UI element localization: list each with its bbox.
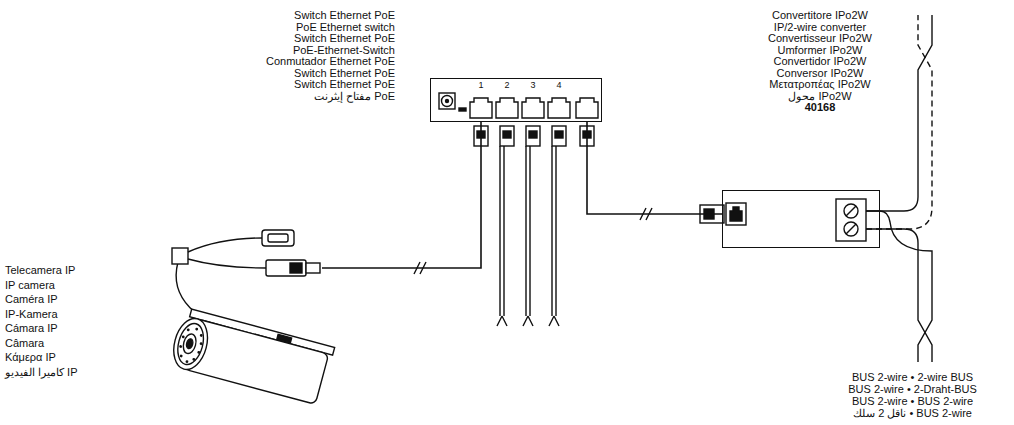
poe-switch: Switch Ethernet PoEPoE Ethernet switchSw… bbox=[0, 0, 610, 130]
caption-line: Câmara bbox=[5, 336, 78, 351]
terminal-slot bbox=[846, 206, 856, 216]
switch-housing bbox=[430, 78, 602, 122]
power-jack-pin bbox=[446, 100, 449, 103]
bus-label: BUS 2-wire • 2-wire BUS bbox=[815, 372, 1010, 384]
caption-line: Convertitore IPo2W bbox=[640, 10, 1000, 22]
label-column: Switch Ethernet PoEPoE Ethernet switchSw… bbox=[266, 10, 395, 102]
caption-line: Switch Ethernet PoE bbox=[266, 79, 395, 91]
caption-line: Umformer IPo2W bbox=[640, 45, 1000, 57]
network-cable bbox=[587, 122, 722, 214]
caption-line: Cámara IP bbox=[5, 321, 78, 336]
ip-camera: Telecamera IPIP cameraCaméra IPIP-Kamera… bbox=[0, 225, 330, 415]
caption-line: 40168 bbox=[640, 102, 1000, 114]
spare-cables bbox=[497, 146, 559, 326]
caption-line: Switch Ethernet PoE bbox=[266, 68, 395, 80]
bus-label: BUS 2-wire • BUS 2-wire bbox=[815, 396, 1010, 408]
caption-line: Convertisseur IPo2W bbox=[640, 33, 1000, 45]
bus-label: BUS 2-wire • 2-Draht-BUS bbox=[815, 384, 1010, 396]
port-number: 2 bbox=[497, 80, 517, 91]
rj45-ports bbox=[470, 98, 598, 118]
bullet-camera bbox=[168, 307, 334, 405]
converter-housing bbox=[722, 190, 880, 248]
status-led bbox=[459, 108, 466, 111]
converter-socket bbox=[726, 203, 746, 225]
bus-wires bbox=[866, 15, 932, 362]
caption-line: Κάμερα IP bbox=[5, 350, 78, 365]
caption-line: Telecamera IP bbox=[5, 263, 78, 278]
caption-line: Caméra IP bbox=[5, 292, 78, 307]
port-number: 4 bbox=[549, 80, 569, 91]
caption-line: Switch Ethernet PoE bbox=[266, 33, 395, 45]
caption-line: Conmutador Ethernet PoE bbox=[266, 56, 395, 68]
caption-line: مفتاح إيثرنت PoE bbox=[266, 91, 395, 103]
port-number: 1 bbox=[471, 80, 491, 91]
caption-line: PoE-Ethernet-Switch bbox=[266, 45, 395, 57]
caption-line: Μετατροπέας IPo2W bbox=[640, 79, 1000, 91]
bus-label: ناقل 2 سلك • BUS 2-wire bbox=[815, 408, 1010, 420]
label-column: Convertitore IPo2WIP/2-wire converterCon… bbox=[640, 10, 1000, 114]
caption-line: Conversor IPo2W bbox=[640, 68, 1000, 80]
camera-area bbox=[150, 230, 322, 405]
caption-line: IP/2-wire converter bbox=[640, 22, 1000, 34]
rj45-plugs bbox=[474, 126, 594, 146]
caption-line: Convertidor IPo2W bbox=[640, 56, 1000, 68]
caption-line: كاميرا الفيديو IP bbox=[5, 365, 78, 380]
caption-line: PoE Ethernet switch bbox=[266, 22, 395, 34]
terminal-screw bbox=[844, 222, 858, 236]
terminal-slot bbox=[846, 224, 856, 234]
power-jack-hole bbox=[442, 96, 453, 107]
ipo2w-converter: Convertitore IPo2WIP/2-wire converterCon… bbox=[640, 0, 1000, 255]
caption-line: Switch Ethernet PoE bbox=[266, 10, 395, 22]
caption-line: IP camera bbox=[5, 278, 78, 293]
network-cable bbox=[322, 122, 481, 268]
converter-socket-hole bbox=[730, 207, 742, 221]
power-jack bbox=[439, 93, 455, 109]
caption-line: IP-Kamera bbox=[5, 307, 78, 322]
port-number: 3 bbox=[523, 80, 543, 91]
terminal-block bbox=[836, 199, 866, 241]
terminal-screw bbox=[844, 204, 858, 218]
label-column: Telecamera IPIP cameraCaméra IPIP-Kamera… bbox=[5, 263, 78, 379]
caption-line: محول IPo2W bbox=[640, 91, 1000, 103]
